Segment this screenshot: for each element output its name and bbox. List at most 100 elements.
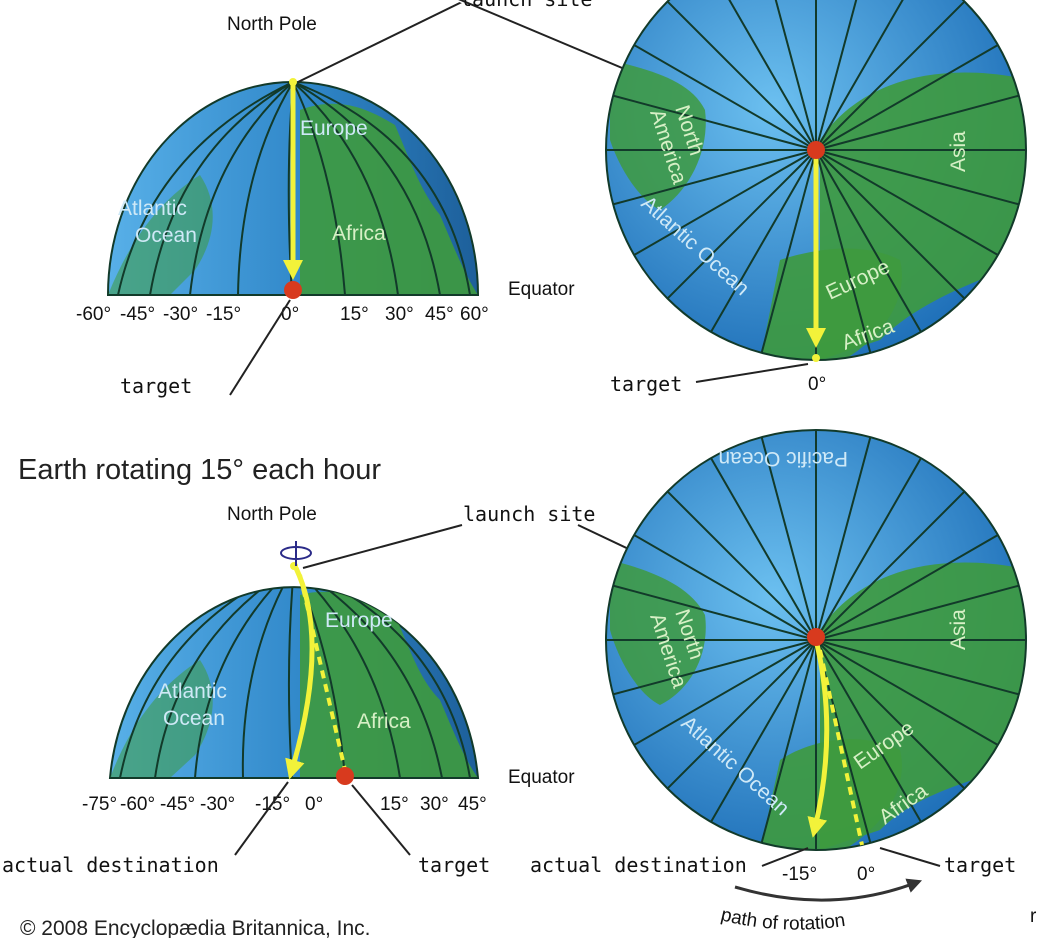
bottom-north-pole-label: North Pole bbox=[227, 504, 317, 525]
bottom-globe-asia-label: Asia bbox=[947, 609, 970, 650]
globe-meridian-line bbox=[629, 41, 817, 151]
bottom-atlantic-label-1: Atlantic bbox=[158, 680, 227, 703]
bottom-africa-label: Africa bbox=[357, 710, 411, 733]
globe-meridian-line bbox=[815, 531, 1003, 641]
top-globe-asia-label: Asia bbox=[947, 131, 970, 172]
bottom-globe-dashed-path bbox=[818, 649, 864, 846]
top-atlantic-label-1: Atlantic bbox=[118, 197, 187, 220]
globe-meridian-line bbox=[629, 149, 817, 259]
top-hemi-target-marker bbox=[284, 281, 302, 299]
globe-meridian-line bbox=[663, 639, 817, 793]
edge-glyph: r bbox=[1030, 906, 1037, 927]
top-globe-target-leader bbox=[695, 363, 809, 383]
top-hemi-meridians bbox=[117, 82, 471, 295]
top-lon-label: -15° bbox=[206, 304, 241, 325]
globe-meridian-line bbox=[815, 41, 1003, 151]
bottom-target-right-label: target bbox=[944, 853, 1016, 877]
globe-meridian-line bbox=[759, 432, 817, 641]
globe-meridian-line bbox=[815, 149, 969, 303]
bottom-lon-label: -30° bbox=[200, 794, 235, 815]
bottom-globe-pacific-label: Pacific Ocean bbox=[718, 447, 848, 470]
bottom-heading: Earth rotating 15° each hour bbox=[18, 454, 381, 486]
top-lon-label: 15° bbox=[340, 304, 369, 325]
bottom-zero-right-label: 0° bbox=[857, 864, 875, 885]
top-lon-label: -45° bbox=[120, 304, 155, 325]
globe-meridian-line bbox=[815, 487, 969, 641]
globe-meridian-line bbox=[608, 149, 817, 207]
bottom-hemi-dashed-path bbox=[298, 574, 347, 771]
globe-meridian-line bbox=[759, 149, 817, 358]
top-north-pole-label: North Pole bbox=[227, 14, 317, 35]
bottom-actual-dest-leader bbox=[234, 781, 289, 856]
globe-meridian-line bbox=[815, 639, 1024, 697]
path-of-rotation-label: path of rotation bbox=[719, 904, 847, 934]
top-hemisphere bbox=[106, 78, 480, 299]
bottom-hemi-land-europe-africa bbox=[300, 591, 478, 778]
bottom-globe-curved-arrow bbox=[807, 639, 830, 838]
bottom-longitude-labels: -75° -60° -45° -30° -15° 0° 15° 30° 45° bbox=[82, 794, 487, 815]
top-target-right-label: target bbox=[610, 372, 682, 396]
globe-meridian-line bbox=[815, 0, 873, 151]
bottom-europe-label: Europe bbox=[325, 609, 393, 632]
top-lon-label: 45° bbox=[425, 304, 454, 325]
bottom-hemisphere bbox=[108, 541, 480, 785]
top-europe-label: Europe bbox=[300, 117, 368, 140]
top-equator-label: Equator bbox=[508, 279, 575, 300]
globe-meridian-line bbox=[707, 0, 817, 151]
bottom-globe-actual-leader bbox=[761, 847, 809, 867]
globe-meridian-line bbox=[815, 149, 873, 358]
globe-meridian-line bbox=[759, 639, 817, 848]
bottom-lon-label: 30° bbox=[420, 794, 449, 815]
bottom-pole-leader bbox=[302, 524, 463, 569]
top-launch-site-label: launch site bbox=[460, 0, 592, 11]
bottom-lon-label: 0° bbox=[305, 794, 323, 815]
bottom-actual-destination-right-label: actual destination bbox=[530, 853, 747, 877]
top-lon-label: 30° bbox=[385, 304, 414, 325]
top-globe bbox=[605, 0, 1027, 362]
globe-meridian-line bbox=[707, 639, 817, 827]
bottom-lon-label: -60° bbox=[120, 794, 155, 815]
top-globe-land-north-america bbox=[610, 60, 706, 210]
bottom-lon-label: 15° bbox=[380, 794, 409, 815]
globe-meridian-line bbox=[707, 453, 817, 641]
globe-meridian-line bbox=[815, 0, 925, 151]
top-atlantic-label-2: Ocean bbox=[135, 224, 197, 247]
bottom-atlantic-label-2: Ocean bbox=[163, 707, 225, 730]
globe-meridian-line bbox=[608, 93, 817, 151]
bottom-globe-target-leader bbox=[879, 847, 941, 867]
globe-meridian-line bbox=[663, 487, 817, 641]
globe-meridian-line bbox=[815, 149, 1024, 207]
globe-meridian-line bbox=[663, 149, 817, 303]
top-globe-meridians bbox=[606, 0, 1026, 360]
top-pole-leader bbox=[297, 0, 469, 83]
globe-meridian-line bbox=[815, 149, 925, 337]
bottom-hemi-target-marker bbox=[336, 767, 354, 785]
bottom-lon-label: -75° bbox=[82, 794, 117, 815]
copyright-credit: © 2008 Encyclopædia Britannica, Inc. bbox=[20, 917, 371, 938]
bottom-globe-launch-marker bbox=[807, 628, 825, 646]
globe-meridian-line bbox=[663, 0, 817, 151]
top-hemi-land-europe-africa bbox=[300, 103, 478, 295]
bottom-hemi-meridians bbox=[119, 587, 471, 778]
bottom-hemi-curved-arrow bbox=[285, 566, 315, 780]
bottom-globe-meridians bbox=[606, 430, 1026, 850]
bottom-lon-label: 45° bbox=[458, 794, 487, 815]
globe-meridian-line bbox=[815, 93, 1024, 151]
globe-meridian-line bbox=[608, 583, 817, 641]
top-target-leader bbox=[229, 299, 291, 396]
bottom-launch-site-label: launch site bbox=[463, 502, 595, 526]
globe-meridian-line bbox=[815, 639, 969, 793]
top-hemi-land-west bbox=[108, 175, 213, 295]
globe-meridian-line bbox=[815, 0, 969, 151]
top-longitude-labels: -60° -45° -30° -15° 0° 15° 30° 45° 60° bbox=[76, 304, 489, 325]
globe-meridian-line bbox=[815, 639, 1003, 749]
top-africa-label: Africa bbox=[332, 222, 386, 245]
top-target-left-label: target bbox=[120, 374, 192, 398]
globe-meridian-line bbox=[629, 531, 817, 641]
top-lon-label: -60° bbox=[76, 304, 111, 325]
globe-meridian-line bbox=[608, 639, 817, 697]
top-hemi-pole-marker bbox=[289, 78, 297, 86]
path-of-rotation-text: path of rotation bbox=[719, 904, 847, 934]
globe-meridian-line bbox=[815, 639, 925, 827]
